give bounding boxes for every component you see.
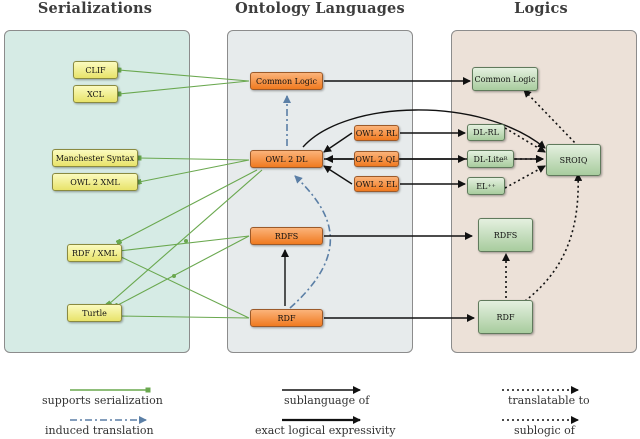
arrow-owl2el-owl2dl — [323, 165, 353, 185]
node-lang-common-logic-label: Common Logic — [256, 76, 317, 86]
node-lang-rdf-label: RDF — [277, 313, 296, 323]
node-manchester-syntax-label: Manchester Syntax — [55, 153, 135, 163]
dotted-arrows — [502, 89, 583, 302]
node-el: EL++ — [467, 177, 505, 195]
link-owl2dl-rdfxml — [115, 169, 258, 246]
link-common-logic-clif — [116, 67, 250, 82]
node-logic-rdf-label: RDF — [496, 312, 515, 322]
node-owl2-rl: OWL 2 RL — [354, 125, 399, 141]
dotted-el-sroiq — [504, 165, 546, 189]
arrow-owl2dl-to-sroiq — [302, 109, 546, 149]
node-owl2-el: OWL 2 EL — [354, 176, 399, 192]
link-owl2dl-manchester — [136, 155, 250, 161]
node-dl-lite-label: DL-Lite — [473, 154, 504, 164]
link-common-logic-xcl — [116, 80, 250, 97]
node-owl2-dl-label: OWL 2 DL — [265, 154, 308, 164]
node-lang-rdf: RDF — [250, 309, 323, 327]
link-crossing-dots — [172, 239, 188, 278]
node-sroiq: SROIQ — [546, 144, 601, 176]
serializations-column-title: Serializations — [37, 0, 153, 17]
node-logic-common-logic: Common Logic — [472, 67, 538, 91]
legend-exact-logical-expressivity: exact logical expressivity — [255, 424, 396, 437]
node-el-label: EL — [476, 181, 488, 191]
node-logic-common-logic-label: Common Logic — [474, 74, 536, 84]
node-dl-rl-label: DL-RL — [473, 128, 499, 137]
node-owl2-xml-label: OWL 2 XML — [70, 177, 120, 187]
induced-translation-links — [283, 95, 332, 309]
link-rdf-rdfxml — [115, 252, 250, 319]
node-owl2-rl-label: OWL 2 RL — [355, 128, 398, 138]
node-owl2-dl: OWL 2 DL — [250, 150, 323, 168]
link-rdfs-rdfxml — [116, 235, 250, 254]
serializations-panel — [4, 30, 190, 353]
node-turtle-label: Turtle — [82, 308, 107, 318]
legend-translatable-to: translatable to — [508, 394, 590, 407]
legend-sublanguage-of: sublanguage of — [284, 394, 370, 407]
node-turtle: Turtle — [67, 304, 122, 322]
legend-sublogic-of: sublogic of — [514, 424, 575, 437]
legend-induced-translation: induced translation — [45, 424, 154, 437]
node-lang-common-logic: Common Logic — [250, 72, 323, 90]
node-clif-label: CLIF — [85, 65, 106, 75]
node-rdf-xml: RDF / XML — [67, 244, 122, 262]
node-logic-rdf: RDF — [478, 300, 533, 334]
link-owl2dl-owl2xml — [136, 159, 250, 185]
node-xcl: XCL — [73, 85, 118, 103]
node-owl2-el-label: OWL 2 EL — [355, 179, 398, 189]
node-owl2-ql: OWL 2 QL — [354, 151, 399, 167]
legend-supports-serialization: supports serialization — [42, 394, 163, 407]
logics-column-title: Logics — [514, 0, 568, 17]
dotted-sroiq-cl — [523, 89, 579, 147]
link-rdf-turtle — [116, 313, 250, 319]
arrow-owl2rl-owl2dl — [323, 132, 353, 153]
node-owl2-ql-label: OWL 2 QL — [355, 154, 398, 164]
ontology-languages-column-title: Ontology Languages — [235, 0, 405, 17]
node-logic-rdfs-label: RDFS — [493, 230, 518, 240]
node-rdf-xml-label: RDF / XML — [72, 248, 117, 258]
node-dl-lite-subscript: R — [503, 156, 508, 162]
induced-rdf-owl2dl — [289, 175, 332, 309]
dotted-dlrl-sroiq — [504, 127, 546, 153]
node-sroiq-label: SROIQ — [559, 155, 588, 165]
node-el-superscript: ++ — [487, 183, 496, 189]
node-manchester-syntax: Manchester Syntax — [52, 149, 138, 167]
dotted-rdf-sroiq — [524, 173, 583, 302]
node-dl-rl: DL-RL — [467, 124, 505, 141]
link-rdfs-turtle — [112, 235, 250, 310]
serialization-links — [105, 67, 263, 319]
link-owl2dl-turtle — [105, 169, 263, 308]
node-lang-rdfs: RDFS — [250, 227, 323, 245]
node-lang-rdfs-label: RDFS — [274, 231, 299, 241]
node-clif: CLIF — [73, 61, 118, 79]
legend-lines — [70, 386, 579, 424]
node-owl2-xml: OWL 2 XML — [52, 173, 138, 191]
node-logic-rdfs: RDFS — [478, 218, 533, 252]
node-xcl-label: XCL — [87, 89, 104, 99]
